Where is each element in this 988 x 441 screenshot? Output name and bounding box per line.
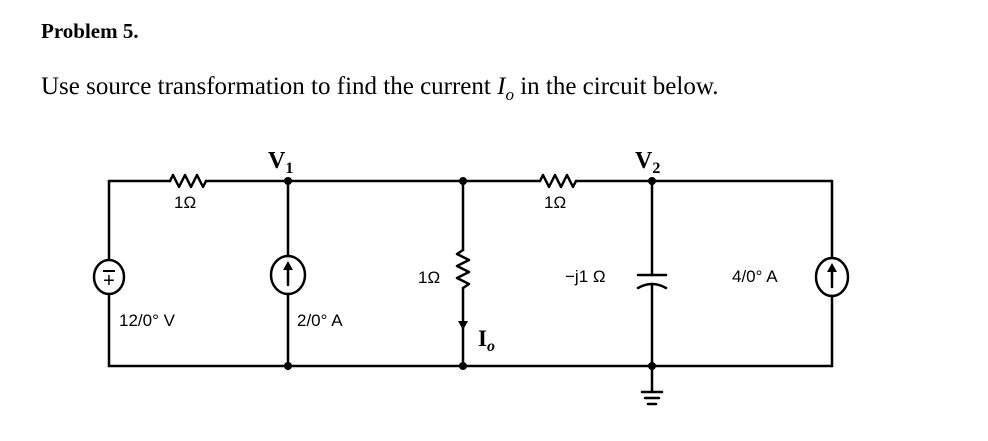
voltage-source-label: 12/0° V	[119, 311, 176, 330]
junction-v1-top	[284, 177, 292, 185]
problem-statement: Use source transformation to find the cu…	[41, 73, 719, 105]
resistor-right	[538, 173, 578, 189]
statement-before: Use source transformation to find the cu…	[41, 73, 498, 100]
node-v2-label: V2	[635, 148, 660, 177]
voltage-source-polarity: +	[103, 270, 115, 292]
junction-v2-top	[648, 177, 656, 185]
junction-io-top	[459, 177, 467, 185]
capacitor-label: −j1 Ω	[565, 267, 606, 286]
current-source-mid-label: 2/0° A	[297, 311, 343, 330]
junction-v1-bottom	[284, 362, 292, 370]
io-arrow-head	[458, 321, 468, 330]
arrow-right-head	[827, 263, 837, 272]
current-symbol: I	[497, 73, 506, 100]
voltage-source-icon	[92, 258, 126, 296]
junction-io-bottom	[459, 362, 467, 370]
junction-v2-bottom	[648, 362, 656, 370]
io-label: Io	[478, 326, 495, 355]
resistor-right-label: 1Ω	[544, 193, 566, 212]
problem-heading: Problem 5.	[41, 19, 139, 43]
resistor-vertical	[455, 248, 471, 290]
resistor-left-label: 1Ω	[174, 193, 196, 212]
current-source-right-icon	[814, 256, 850, 298]
current-source-right-label: 4/0° A	[732, 267, 778, 286]
resistor-left	[168, 173, 208, 189]
current-subscript: o	[505, 85, 514, 104]
resistor-vertical-label: 1Ω	[418, 268, 440, 287]
current-source-mid-icon	[269, 254, 307, 296]
statement-after: in the circuit below.	[513, 73, 719, 100]
node-v1-label: V1	[268, 148, 293, 177]
arrow-mid-head	[283, 261, 293, 270]
